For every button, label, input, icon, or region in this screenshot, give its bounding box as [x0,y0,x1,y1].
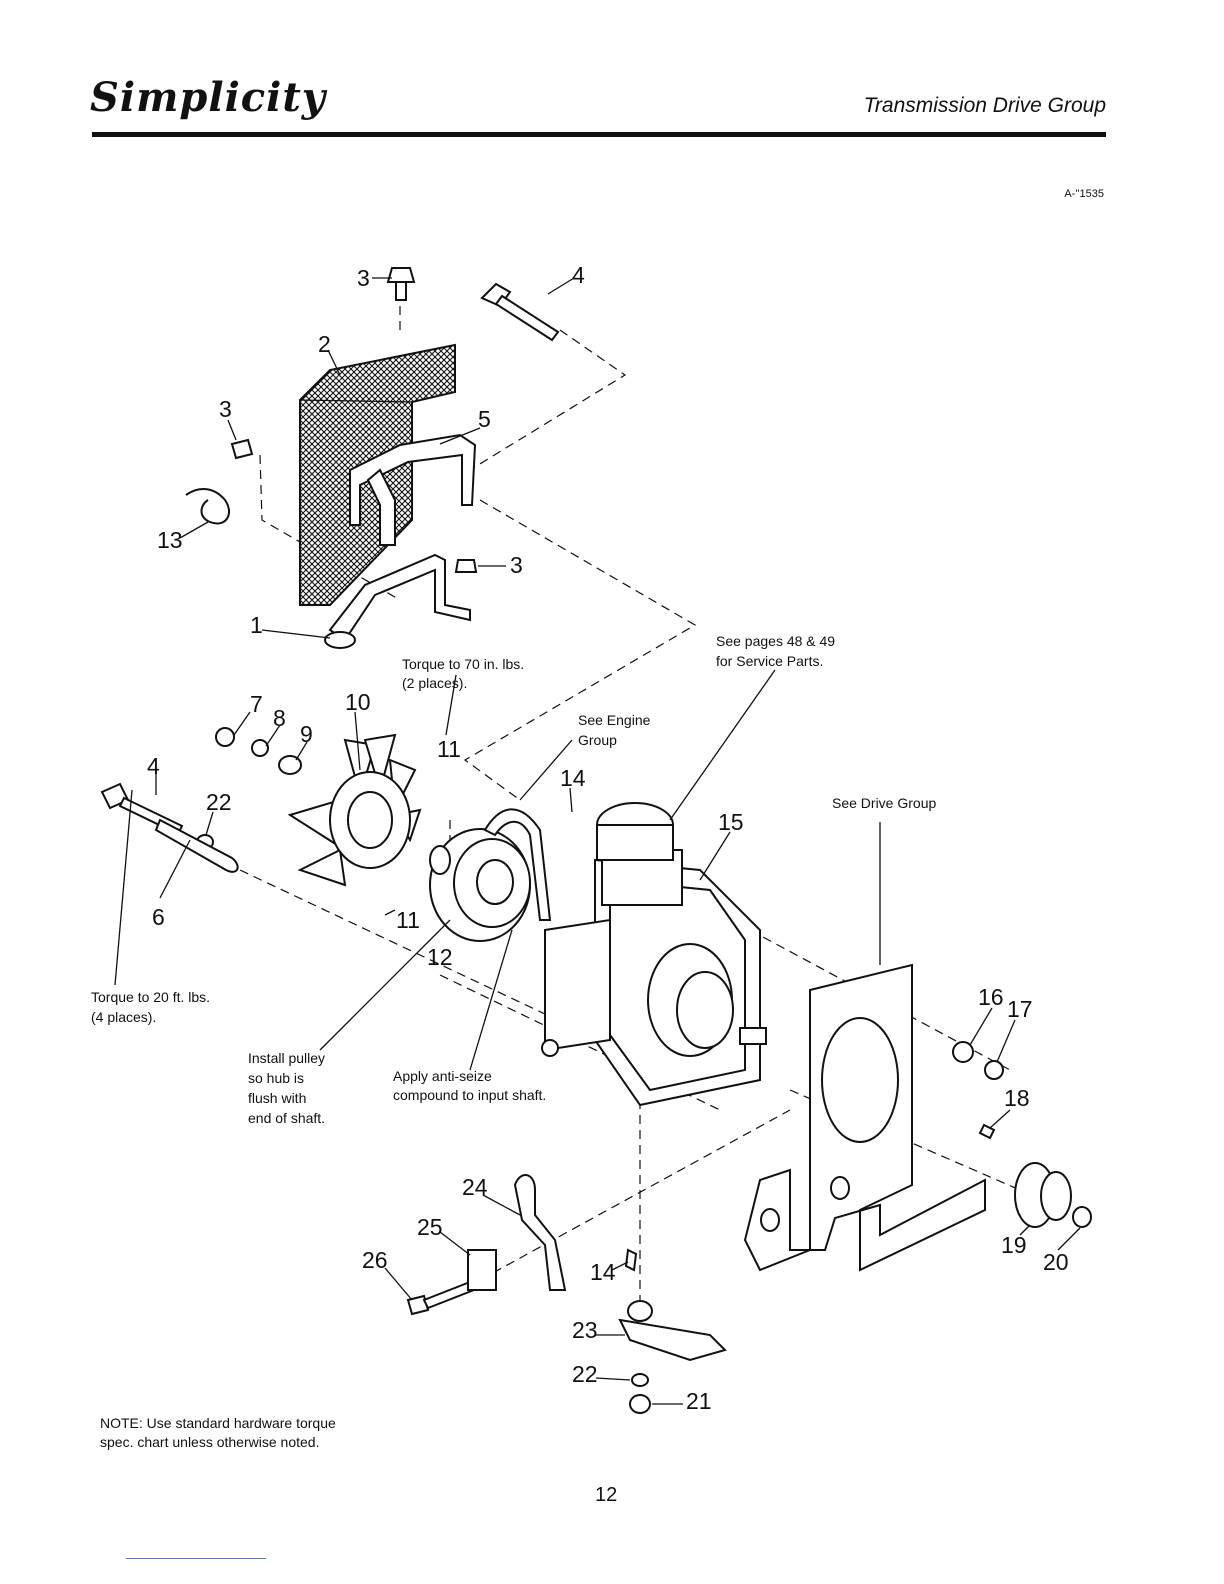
cooling-fan-part [196,727,422,887]
callout-22b: 22 [572,1361,598,1387]
callout-13: 13 [157,527,183,553]
pulley-hardware-right [952,1041,1092,1228]
callout-3b: 3 [219,396,232,422]
callout-2: 2 [318,331,331,357]
note-install-pulley-line-1: Install pulley [248,1050,325,1066]
callout-16: 16 [978,984,1004,1010]
wire-clip-part [185,488,230,525]
callout-19: 19 [1001,1232,1027,1258]
page-title: Transmission Drive Group [863,94,1106,117]
footer-link-line [126,1558,266,1559]
wire-link-part [154,818,239,873]
note-see-drive: See Drive Group [832,795,936,811]
callout-14a: 14 [560,765,586,791]
callout-24: 24 [462,1174,488,1200]
callout-18: 18 [1004,1085,1030,1111]
callout-11a: 11 [437,736,461,762]
callout-17: 17 [1007,996,1033,1022]
callout-8: 8 [273,705,286,731]
figure-code: A-''1535 [1064,188,1104,200]
note-see-engine-line-2: Group [578,732,617,748]
diagram-notes: Torque to 70 in. lbs. (2 places). See En… [91,633,936,1126]
callout-26: 26 [362,1247,388,1273]
callout-numbers: 3 4 2 3 5 13 3 1 7 8 9 10 11 4 14 22 15 … [147,262,1069,1414]
note-anti-seize-line-1: Apply anti-seize [393,1068,492,1084]
note-install-pulley-line-2: so hub is [248,1070,304,1086]
note-install-pulley-line-3: flush with [248,1090,306,1106]
note-see-engine-line-1: See Engine [578,712,651,728]
callout-11b: 11 [396,907,420,933]
note-see-pages-line-1: See pages 48 & 49 [716,633,835,649]
drive-belt-part [483,808,552,921]
note-torque-20-line-1: Torque to 20 ft. lbs. [91,989,210,1005]
callout-25: 25 [417,1214,443,1240]
note-see-pages-line-2: for Service Parts. [716,653,823,669]
callout-3c: 3 [510,552,523,578]
callout-5: 5 [478,406,491,432]
page-number: 12 [595,1484,618,1506]
callout-20: 20 [1043,1249,1069,1275]
callout-10: 10 [345,689,371,715]
callout-4b: 4 [147,753,160,779]
callout-22a: 22 [206,789,232,815]
header-rule [92,132,1106,137]
callout-12: 12 [427,944,453,970]
brand-logo: Simplicity [90,74,327,121]
footer-note: NOTE: Use standard hardware torque spec.… [100,1415,336,1450]
callout-3a: 3 [357,265,370,291]
pulley-part [429,828,531,942]
shift-linkage-parts [467,1174,727,1414]
callout-23: 23 [572,1317,598,1343]
callout-leader-lines [114,277,1081,1405]
note-torque-20-line-2: (4 places). [91,1009,156,1025]
callout-9: 9 [300,721,313,747]
callout-14b: 14 [590,1259,616,1285]
callout-1: 1 [250,612,263,638]
note-torque-70-line-1: Torque to 70 in. lbs. [402,656,524,672]
note-anti-seize-line-2: compound to input shaft. [393,1087,546,1103]
drive-group-plate [743,963,986,1272]
upper-bracket-part [349,433,477,546]
callout-21: 21 [686,1388,712,1414]
callout-15: 15 [718,809,744,835]
callout-6: 6 [152,904,165,930]
transmission-part [541,802,767,1107]
note-install-pulley-line-4: end of shaft. [248,1110,325,1126]
callout-4a: 4 [572,262,585,288]
note-torque-70-line-2: (2 places). [402,675,467,691]
lower-bracket-part [324,553,471,649]
callout-7: 7 [250,691,263,717]
